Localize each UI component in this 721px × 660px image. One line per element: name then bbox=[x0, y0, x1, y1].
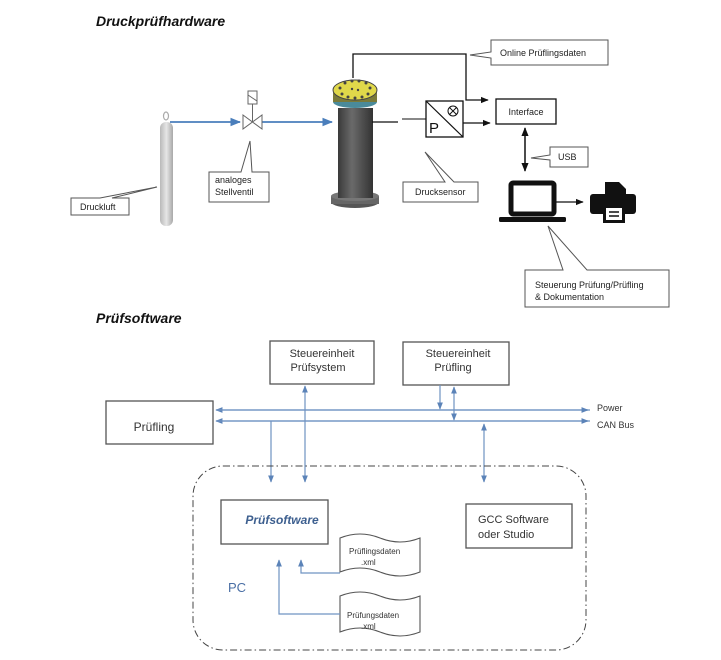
test-data-document-icon: Prüfungsdaten .xml bbox=[339, 591, 421, 637]
svg-text:Druckluft: Druckluft bbox=[80, 202, 116, 212]
can-bus-label: CAN Bus bbox=[597, 420, 635, 430]
svg-text:analoges: analoges bbox=[215, 175, 252, 185]
svg-text:Prüfling: Prüfling bbox=[134, 420, 175, 434]
gcc-software-box: GCC Software oder Studio bbox=[465, 503, 573, 549]
svg-text:.xml: .xml bbox=[361, 622, 376, 631]
pressure-sensor-icon: P bbox=[425, 100, 464, 138]
svg-text:Prüfungsdaten: Prüfungsdaten bbox=[347, 611, 399, 620]
svg-text:Steuerung Prüfung/Prüfling: Steuerung Prüfung/Prüfling bbox=[535, 280, 644, 290]
svg-text:Prüfsystem: Prüfsystem bbox=[290, 362, 345, 374]
interface-box: Interface bbox=[495, 98, 557, 125]
callout-valve: analoges Stellventil bbox=[208, 140, 270, 203]
control-valve-icon bbox=[242, 90, 263, 130]
svg-text:P: P bbox=[429, 120, 439, 137]
pc-label: PC bbox=[228, 580, 246, 595]
callout-pressure-sensor: Drucksensor bbox=[402, 151, 479, 203]
control-unit-test-system-box: Steuereinheit Prüfsystem bbox=[269, 340, 375, 385]
svg-text:Interface: Interface bbox=[508, 107, 543, 117]
callout-online-data: Online Prüflingsdaten bbox=[469, 39, 609, 66]
gas-bottle-icon bbox=[160, 111, 173, 226]
printer-icon bbox=[590, 182, 636, 223]
svg-text:Prüfling: Prüfling bbox=[434, 362, 471, 374]
svg-text:.xml: .xml bbox=[361, 558, 376, 567]
svg-text:& Dokumentation: & Dokumentation bbox=[535, 292, 604, 302]
dut-box: Prüfling bbox=[105, 400, 214, 445]
svg-text:USB: USB bbox=[558, 152, 577, 162]
dut-data-link bbox=[298, 559, 340, 574]
dut-data-document-icon: Prüflingsdaten .xml bbox=[339, 533, 421, 577]
test-data-link bbox=[276, 559, 340, 615]
pc-container bbox=[192, 465, 587, 651]
svg-text:Prüfsoftware: Prüfsoftware bbox=[245, 513, 319, 527]
svg-text:Drucksensor: Drucksensor bbox=[415, 187, 466, 197]
svg-text:Prüflingsdaten: Prüflingsdaten bbox=[349, 547, 400, 556]
callout-compressed-air: Druckluft bbox=[70, 186, 158, 216]
svg-text:Stellventil: Stellventil bbox=[215, 187, 254, 197]
svg-text:GCC Software: GCC Software bbox=[478, 514, 549, 526]
control-unit-dut-box: Steuereinheit Prüfling bbox=[402, 341, 510, 386]
svg-text:Steuereinheit: Steuereinheit bbox=[426, 348, 491, 360]
online-data-line bbox=[352, 53, 489, 104]
software-section-title: Prüfsoftware bbox=[96, 310, 182, 326]
callout-usb: USB bbox=[530, 146, 589, 168]
pressure-vessel-icon bbox=[331, 79, 379, 208]
callout-control-documentation: Steuerung Prüfung/Prüfling & Dokumentati… bbox=[524, 225, 670, 308]
hardware-section-title: Druckprüfhardware bbox=[96, 13, 225, 29]
svg-text:Online Prüflingsdaten: Online Prüflingsdaten bbox=[500, 48, 586, 58]
svg-text:oder Studio: oder Studio bbox=[478, 529, 534, 541]
power-bus-label: Power bbox=[597, 403, 623, 413]
test-software-box: Prüfsoftware bbox=[220, 499, 329, 545]
laptop-icon bbox=[499, 180, 566, 222]
svg-text:Steuereinheit: Steuereinheit bbox=[290, 348, 355, 360]
